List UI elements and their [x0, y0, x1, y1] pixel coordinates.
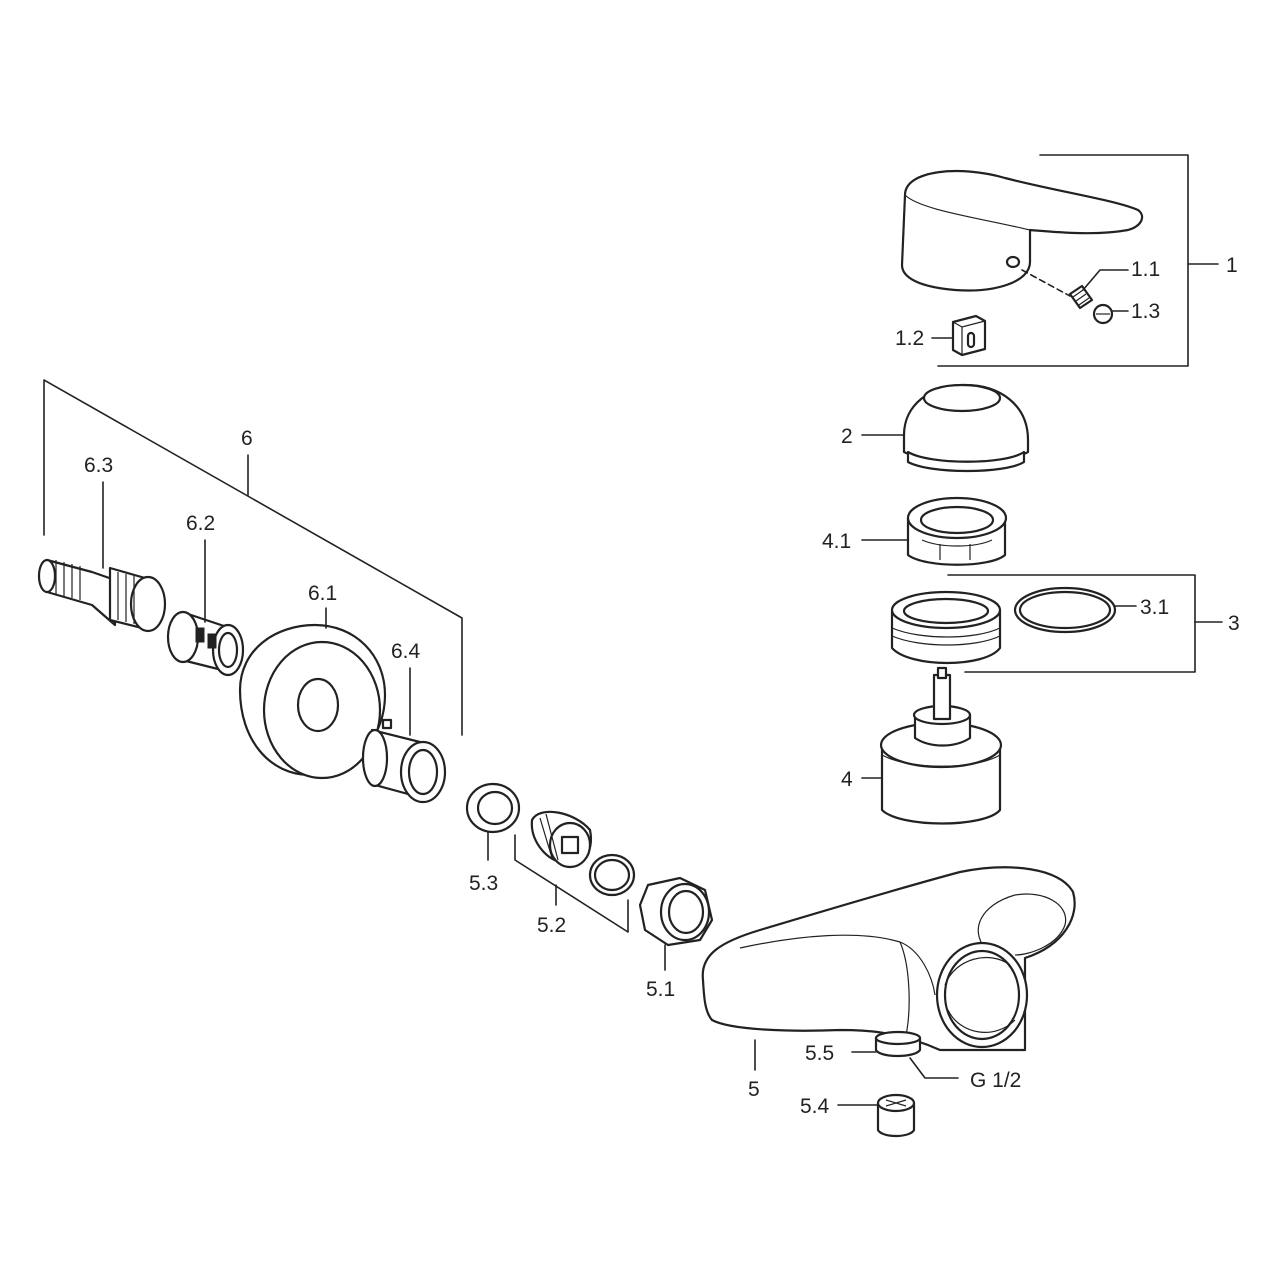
label-3: 3: [1228, 612, 1240, 635]
label-5-4: 5.4: [800, 1095, 830, 1118]
part-4-cartridge: [861, 666, 1003, 825]
label-4-1: 4.1: [822, 530, 851, 553]
part-3-nut: [890, 590, 1002, 665]
part-6-3-connector: [37, 481, 167, 633]
part-1-2-block: [931, 314, 987, 357]
label-2: 2: [841, 425, 853, 448]
part-1-1-set-screw: [1068, 269, 1129, 310]
part-2-cover: [861, 383, 1030, 473]
label-thread-size: G 1/2: [970, 1069, 1021, 1092]
part-5-2-fitting: [530, 810, 593, 869]
label-6-1: 6.1: [308, 582, 337, 605]
label-5-1: 5.1: [646, 978, 675, 1001]
part-3-1-oring: [1013, 586, 1137, 634]
label-5-5: 5.5: [805, 1042, 834, 1065]
part-5-2-oring: [588, 853, 636, 897]
bracket-1: [937, 154, 1219, 367]
bracket-6: [43, 379, 463, 736]
label-1-2: 1.2: [895, 327, 924, 350]
label-6-3: 6.3: [84, 454, 113, 477]
label-5-2: 5.2: [537, 914, 566, 937]
part-4-1-ring: [861, 496, 1008, 566]
part-5-1-nut: [638, 876, 714, 971]
label-6-4: 6.4: [391, 640, 421, 663]
part-6-4-sleeve: [361, 667, 447, 804]
label-6: 6: [241, 427, 253, 450]
label-1-3: 1.3: [1131, 300, 1160, 323]
bracket-3: [947, 574, 1223, 673]
part-6-2-cage: [166, 539, 245, 677]
label-4: 4: [841, 768, 853, 791]
part-labels: 1 1.1 1.3 1.2 2 4.1 3.1 3 4 6 6.3 6.2 6.…: [84, 254, 1240, 1118]
part-5-3-washer: [465, 782, 521, 861]
screw-axis-dashed: [1021, 269, 1071, 297]
part-1-3-cap: [1092, 303, 1129, 325]
part-5-spout-body: [701, 866, 1076, 1071]
label-3-1: 3.1: [1140, 596, 1169, 619]
label-1: 1: [1226, 254, 1238, 277]
part-6-1-rosette: [238, 607, 387, 780]
part-5-4-aerator: [837, 1093, 916, 1138]
label-5: 5: [748, 1078, 760, 1101]
bracket-5-2: [514, 834, 629, 933]
part-1-handle: [900, 169, 1144, 292]
label-5-3: 5.3: [469, 872, 498, 895]
label-6-2: 6.2: [186, 512, 215, 535]
part-5-5-outlet: [851, 1030, 959, 1079]
label-1-1: 1.1: [1131, 258, 1160, 281]
